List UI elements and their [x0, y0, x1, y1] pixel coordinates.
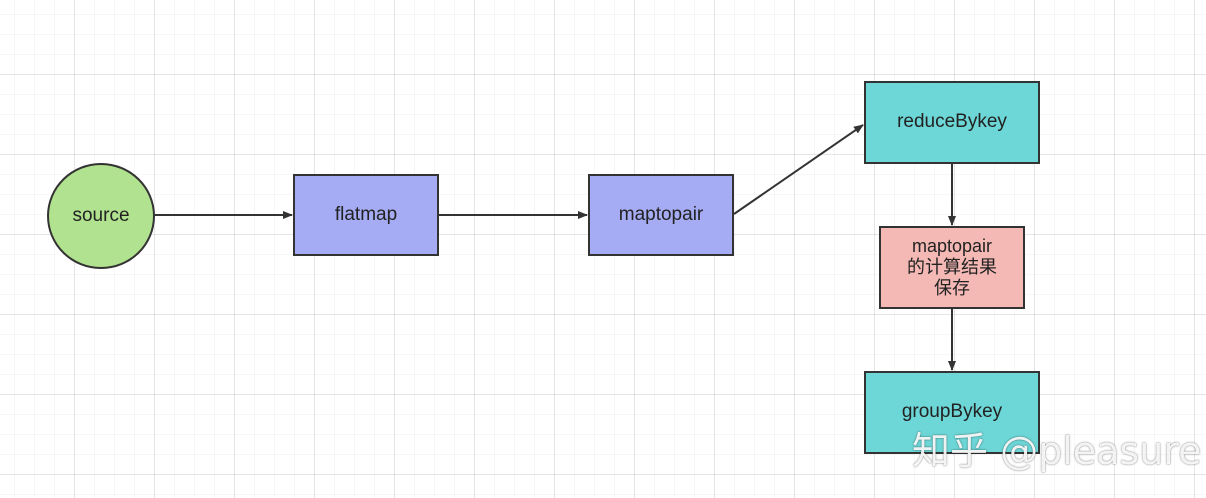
- maptopair-cache-node[interactable]: maptopair 的计算结果 保存: [879, 226, 1025, 309]
- flatmap-node[interactable]: flatmap: [293, 174, 439, 256]
- cache-node-line-3: 保存: [934, 277, 970, 298]
- source-node[interactable]: source: [47, 163, 155, 269]
- edge-maptopair-to-reducebykey: [733, 124, 864, 215]
- groupbykey-node[interactable]: groupBykey: [864, 371, 1040, 454]
- zhihu-watermark: 知乎 @pleasure: [912, 429, 1202, 473]
- cache-node-line-1: maptopair: [911, 236, 993, 257]
- reducebykey-node[interactable]: reduceBykey: [864, 81, 1040, 164]
- cache-node-line-2: 的计算结果: [907, 257, 997, 278]
- maptopair-node[interactable]: maptopair: [588, 174, 734, 256]
